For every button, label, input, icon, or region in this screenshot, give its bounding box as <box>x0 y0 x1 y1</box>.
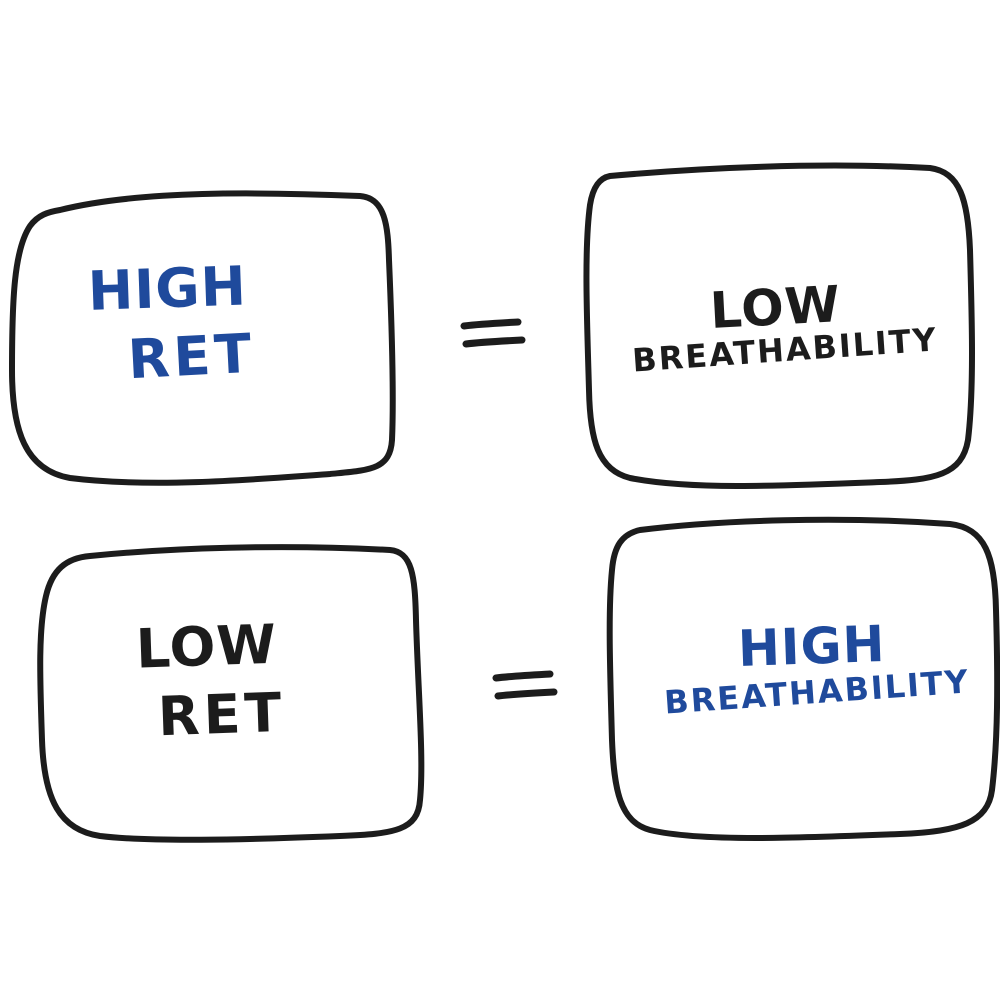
box-high-ret-text: High RET <box>86 254 257 391</box>
low-ret-line-1: Low <box>134 612 278 681</box>
box-high-ret <box>9 190 396 486</box>
box-low-ret-text: Low RET <box>134 612 287 749</box>
box-low-breathability <box>583 162 975 489</box>
box-high-breathability <box>606 516 1000 841</box>
low-ret-line-2: RET <box>156 680 287 749</box>
box-low-ret <box>37 544 425 843</box>
equals-sign-row-1 <box>460 318 526 348</box>
high-ret-line-2: RET <box>126 321 257 392</box>
box-high-breathability-text: High Breathability <box>663 615 971 722</box>
box-low-breathability-text: Low Breathability <box>631 275 939 379</box>
equals-sign-row-2 <box>492 670 558 700</box>
high-ret-line-1: High <box>86 254 248 323</box>
